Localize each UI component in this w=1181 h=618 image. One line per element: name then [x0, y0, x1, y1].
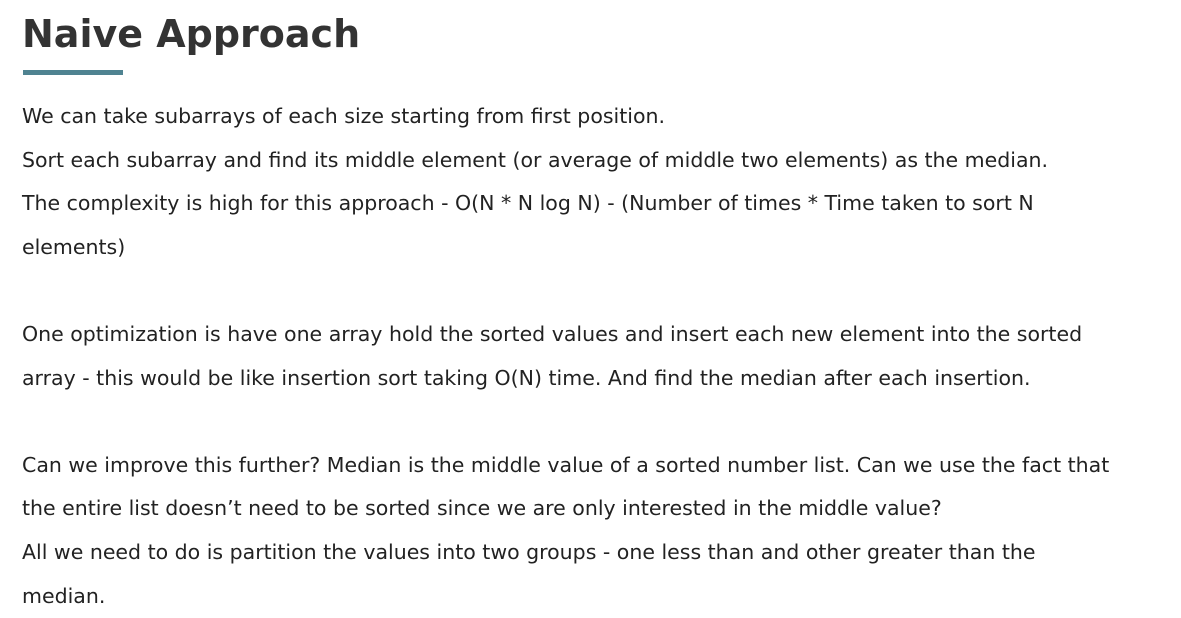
- paragraph-spacer: [22, 269, 1167, 313]
- body-text: We can take subarrays of each size start…: [22, 95, 1167, 618]
- text-line: the entire list doesn’t need to be sorte…: [22, 496, 942, 521]
- document-content: Naive Approach We can take subarrays of …: [22, 0, 1167, 618]
- text-line: The complexity is high for this approach…: [22, 191, 1034, 216]
- paragraph-spacer: [22, 400, 1167, 444]
- title-underline: [23, 70, 123, 75]
- text-line: median.: [22, 583, 106, 608]
- text-line: elements): [22, 234, 126, 259]
- text-line: Can we improve this further? Median is t…: [22, 452, 1110, 477]
- page-title: Naive Approach: [22, 12, 361, 56]
- text-line: array - this would be like insertion sor…: [22, 365, 1031, 390]
- text-line: One optimization is have one array hold …: [22, 321, 1083, 346]
- text-line: Sort each subarray and find its middle e…: [22, 147, 1049, 172]
- paragraph-optimization: One optimization is have one array hold …: [22, 313, 1167, 400]
- paragraph-improvement: Can we improve this further? Median is t…: [22, 444, 1167, 618]
- text-line: We can take subarrays of each size start…: [22, 104, 666, 128]
- text-line: All we need to do is partition the value…: [22, 539, 1036, 564]
- paragraph-naive-method: We can take subarrays of each size start…: [22, 95, 1167, 269]
